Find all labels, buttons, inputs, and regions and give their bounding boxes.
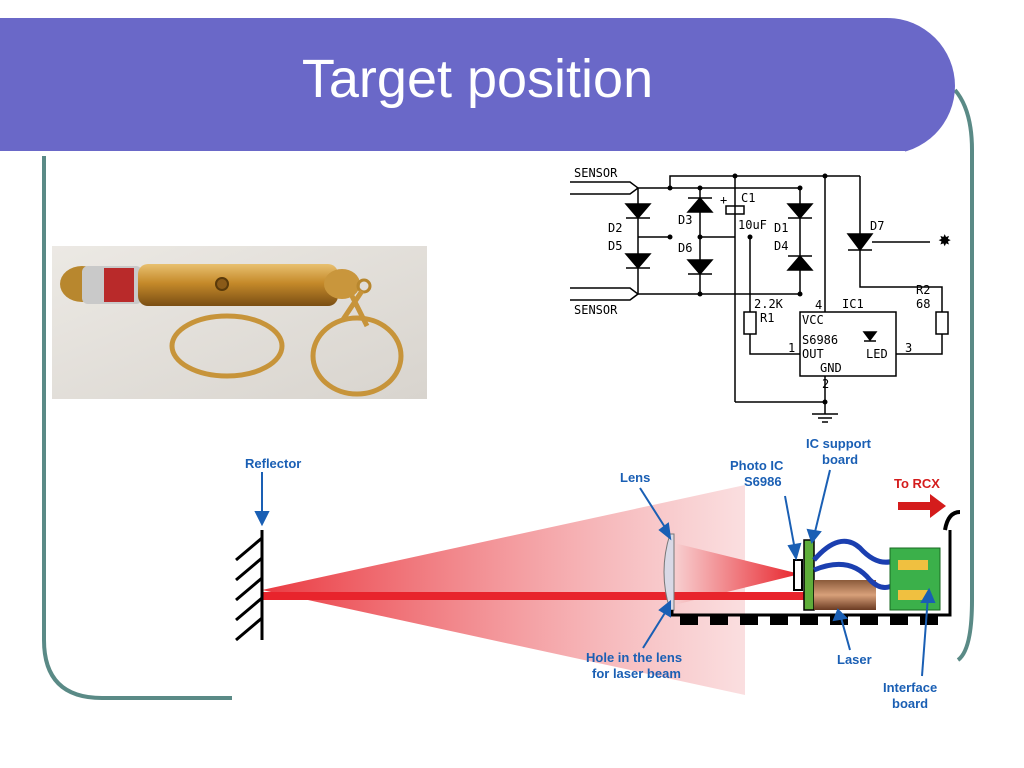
laser-beam xyxy=(262,592,822,600)
optical-diagram: Reflector Lens Photo IC S6986 IC support… xyxy=(235,436,961,711)
title-bar: Target position xyxy=(0,18,955,156)
keychain-ring xyxy=(169,289,404,397)
label-ic1: IC1 xyxy=(842,297,864,311)
label-hole-line2: for laser beam xyxy=(592,666,681,681)
label-c1-plus: + xyxy=(720,193,727,207)
label-d1: D1 xyxy=(774,221,788,235)
sensor-schematic: ✸ SENSOR SENSOR C1 10uF + D2 D5 D3 D6 D1… xyxy=(570,166,951,423)
label-pin1: 1 xyxy=(788,341,795,355)
label-hole-line1: Hole in the lens xyxy=(586,650,682,665)
title-underline xyxy=(0,151,905,156)
to-rcx-arrow xyxy=(898,494,946,518)
label-c1: C1 xyxy=(741,191,755,205)
label-reflector: Reflector xyxy=(245,456,301,471)
label-d2: D2 xyxy=(608,221,622,235)
label-d4: D4 xyxy=(774,239,788,253)
laser-pointer-body xyxy=(60,264,372,306)
laser-module xyxy=(814,580,876,610)
label-r2: R2 xyxy=(916,283,930,297)
label-d3: D3 xyxy=(678,213,692,227)
label-d5: D5 xyxy=(608,239,622,253)
focused-beam-cone xyxy=(670,542,800,606)
label-pin4: 4 xyxy=(815,298,822,312)
laser-star-icon: ✸ xyxy=(938,233,951,250)
label-photo-ic-line2: S6986 xyxy=(744,474,782,489)
label-r1: R1 xyxy=(760,311,774,325)
label-lens: Lens xyxy=(620,470,650,485)
label-ic-support-line2: board xyxy=(822,452,858,467)
label-pin2: 2 xyxy=(822,377,829,391)
label-r2-value: 68 xyxy=(916,297,930,311)
label-interface-line1: Interface xyxy=(883,680,937,695)
label-photo-ic-line1: Photo IC xyxy=(730,458,784,473)
label-vcc: VCC xyxy=(802,313,824,327)
interface-board xyxy=(889,547,941,611)
label-out: OUT xyxy=(802,347,824,361)
reflector-mirror xyxy=(235,530,264,642)
sensor-housing xyxy=(670,510,961,625)
label-ic-part: S6986 xyxy=(802,333,838,347)
label-d7: D7 xyxy=(870,219,884,233)
label-ic-support-line1: IC support xyxy=(806,436,872,451)
label-sensor-top: SENSOR xyxy=(574,166,618,180)
label-led: LED xyxy=(866,347,888,361)
dot-junctions xyxy=(667,173,828,405)
photo-ic xyxy=(793,559,803,591)
page-title: Target position xyxy=(301,49,654,109)
ic-support-board xyxy=(803,539,815,611)
label-c1-value: 10uF xyxy=(738,218,767,232)
label-gnd: GND xyxy=(820,361,842,375)
label-r1-value: 2.2K xyxy=(754,297,784,311)
laser-pointer-photo xyxy=(52,246,427,399)
label-laser: Laser xyxy=(837,652,872,667)
label-d6: D6 xyxy=(678,241,692,255)
reflected-beam-cone xyxy=(262,485,745,695)
label-to-rcx: To RCX xyxy=(894,476,940,491)
label-pin3: 3 xyxy=(905,341,912,355)
label-sensor-bottom: SENSOR xyxy=(574,303,618,317)
label-interface-line2: board xyxy=(892,696,928,711)
